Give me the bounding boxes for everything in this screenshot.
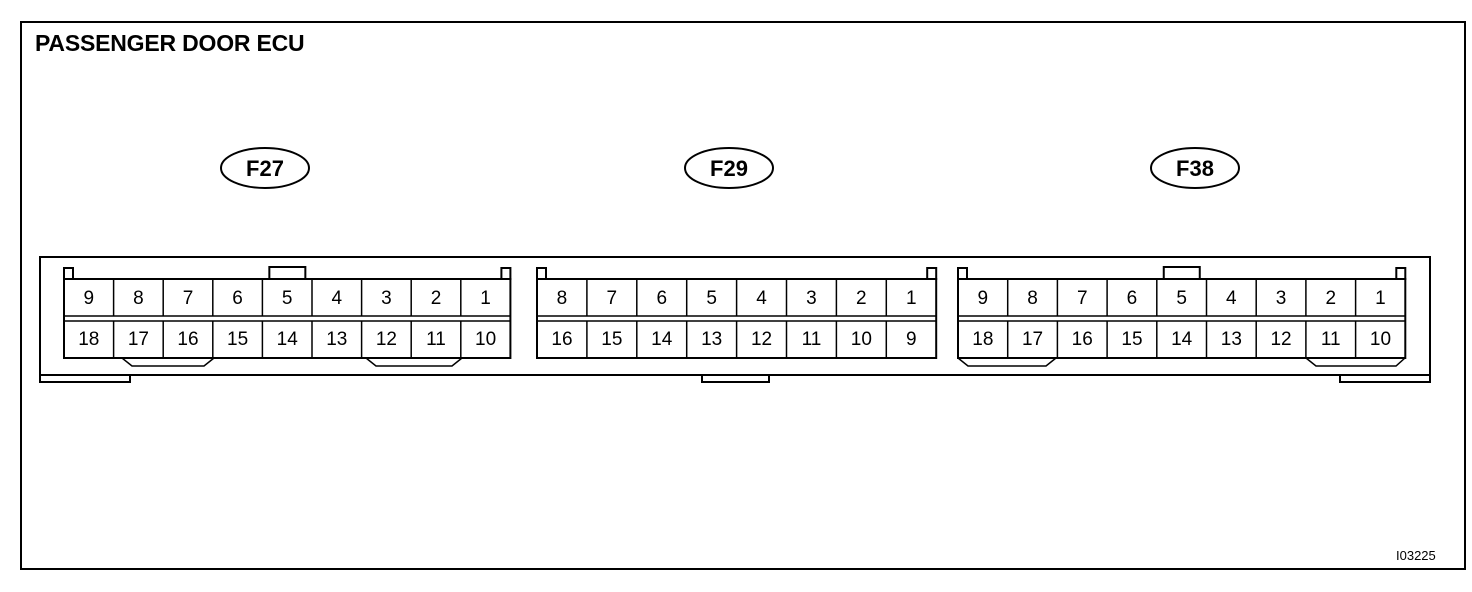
diagram-frame [20, 21, 1466, 570]
pin-number: 4 [1226, 288, 1237, 309]
pin-number: 10 [475, 329, 496, 350]
pin-number: 11 [1321, 329, 1341, 350]
connector-label-oval [220, 147, 310, 189]
latch-right [1395, 267, 1407, 280]
pin-number: 14 [1171, 329, 1193, 350]
pin-number: 9 [84, 288, 95, 309]
pin-number: 1 [1375, 288, 1386, 309]
pin-number: 9 [978, 288, 989, 309]
connector-label: F38 [1176, 156, 1214, 181]
pin-number: 4 [756, 288, 767, 309]
connector-housing [39, 256, 1431, 376]
connector-label-oval [684, 147, 774, 189]
bottom-skirt [957, 357, 1057, 367]
connector-f29: F29 8 7 6 5 4 3 2 1 16 15 14 13 12 11 10 9 [536, 147, 938, 359]
pin-number: 12 [376, 329, 397, 350]
bottom-skirt [1305, 357, 1406, 367]
pin-number: 10 [851, 329, 872, 350]
housing-tab-right [1339, 375, 1431, 383]
pin-number: 14 [277, 329, 299, 350]
pin-number: 8 [557, 288, 568, 309]
pin-number: 16 [177, 329, 198, 350]
pin-number: 8 [133, 288, 144, 309]
pin-number: 15 [227, 329, 248, 350]
bottom-skirt [365, 357, 463, 367]
pin-number: 15 [601, 329, 622, 350]
pin-number: 7 [607, 288, 618, 309]
pin-number: 15 [1121, 329, 1142, 350]
pin-number: 12 [751, 329, 772, 350]
figure-id: I03225 [1396, 548, 1436, 563]
pin-number: 3 [381, 288, 392, 309]
housing-tab-left [39, 375, 131, 383]
pin-number: 12 [1270, 329, 1291, 350]
connector-key [268, 266, 307, 280]
pin-number: 11 [802, 329, 822, 350]
connector-label-oval [1150, 147, 1240, 189]
pin-number: 5 [1176, 288, 1187, 309]
pin-number: 3 [806, 288, 817, 309]
pin-number: 2 [856, 288, 867, 309]
pin-number: 6 [1127, 288, 1138, 309]
latch-left [63, 267, 74, 280]
pin-number: 18 [78, 329, 99, 350]
pin-number: 2 [431, 288, 442, 309]
pin-number: 6 [656, 288, 667, 309]
connector-f27: F27 9 8 7 6 5 4 3 2 1 18 17 16 15 14 13 12 11 10 [63, 147, 512, 367]
pin-number: 1 [906, 288, 917, 309]
pin-number: 17 [128, 329, 149, 350]
pin-number: 4 [332, 288, 343, 309]
pin-number: 7 [183, 288, 194, 309]
pin-number: 16 [1072, 329, 1093, 350]
pin-number: 5 [282, 288, 293, 309]
pin-number: 5 [706, 288, 717, 309]
connector-f38: F38 9 8 7 6 5 4 3 2 1 18 17 16 15 14 13 12 11 10 [957, 147, 1407, 367]
pin-number: 17 [1022, 329, 1043, 350]
pin-number: 13 [1221, 329, 1242, 350]
latch-left [536, 267, 547, 280]
pin-number: 10 [1370, 329, 1391, 350]
pin-number: 18 [972, 329, 993, 350]
pin-number: 1 [480, 288, 491, 309]
pin-number: 9 [906, 329, 917, 350]
connector-label: F29 [710, 156, 748, 181]
housing-tab-center [701, 375, 770, 383]
pin-number: 6 [232, 288, 243, 309]
connector-label: F27 [246, 156, 284, 181]
page-title: PASSENGER DOOR ECU [35, 30, 305, 56]
latch-right [500, 267, 512, 280]
pin-number: 16 [551, 329, 572, 350]
bottom-skirt [121, 357, 215, 367]
pin-number: 11 [426, 329, 446, 350]
pin-number: 7 [1077, 288, 1088, 309]
pin-number: 13 [701, 329, 722, 350]
pin-number: 2 [1325, 288, 1336, 309]
connector-key [1162, 266, 1201, 280]
pin-number: 13 [326, 329, 347, 350]
latch-left [957, 267, 968, 280]
pin-number: 3 [1276, 288, 1287, 309]
latch-right [926, 267, 938, 280]
pin-number: 8 [1027, 288, 1038, 309]
pin-number: 14 [651, 329, 673, 350]
